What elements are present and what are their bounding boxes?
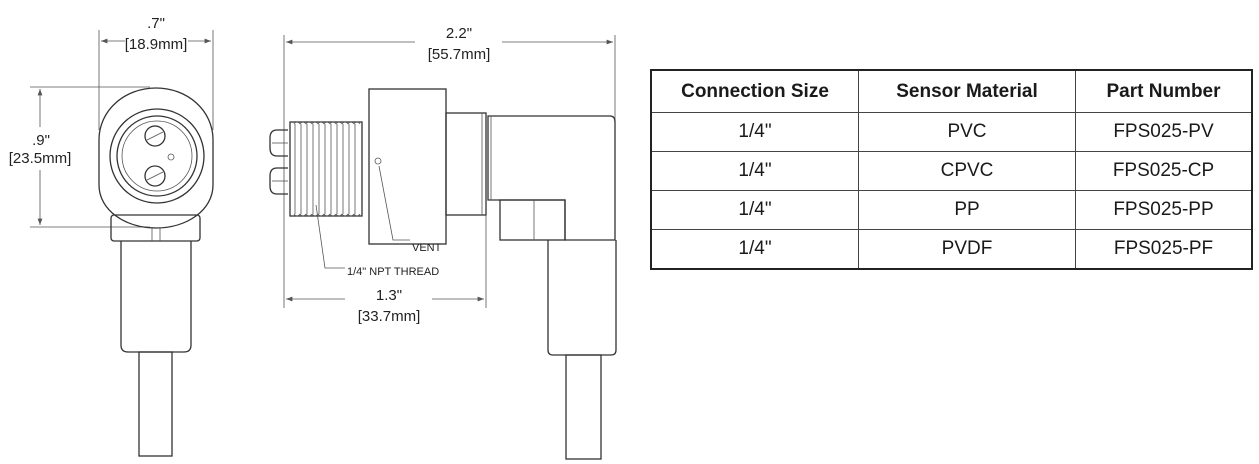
header-part-number: Part Number — [1075, 69, 1253, 113]
header-connection-size: Connection Size — [650, 69, 859, 113]
front-height-mm: [23.5mm] — [9, 150, 72, 167]
cell-connection-size: 1/4" — [650, 151, 859, 191]
table-row: 1/4" CPVC FPS025-CP — [650, 151, 1253, 191]
front-width-mm: [18.9mm] — [125, 36, 188, 53]
cell-part-number: FPS025-PV — [1075, 112, 1253, 152]
overall-length-in: 2.2" — [446, 25, 472, 42]
side-view: 2.2" [55.7mm] VENT 1/4" NPT THREAD 1.3" … — [269, 25, 617, 460]
cell-connection-size: 1/4" — [650, 112, 859, 152]
cell-connection-size: 1/4" — [650, 229, 859, 270]
table-row: 1/4" PVC FPS025-PV — [650, 112, 1253, 152]
part-number-table: Connection Size Sensor Material Part Num… — [650, 69, 1253, 270]
thread-label: 1/4" NPT THREAD — [347, 266, 439, 278]
thread-ridge — [299, 121, 307, 217]
vent-label: VENT — [412, 242, 442, 254]
table-row: 1/4" PP FPS025-PP — [650, 190, 1253, 230]
cell-part-number: FPS025-CP — [1075, 151, 1253, 191]
cell-sensor-material: PVC — [858, 112, 1076, 152]
thread-ridge — [329, 121, 337, 217]
thread-ridge — [317, 121, 325, 217]
thread-length-in: 1.3" — [376, 287, 402, 304]
front-height-in: .9" — [32, 132, 50, 149]
front-view: .7" [18.9mm] .9" [23.5mm] — [9, 15, 214, 457]
cell-connection-size: 1/4" — [650, 190, 859, 230]
thread-ridge — [323, 121, 331, 217]
cell-sensor-material: PVDF — [858, 229, 1076, 270]
thread-ridge — [341, 121, 349, 217]
sensor-dimension-drawing: .7" [18.9mm] .9" [23.5mm] 2.2" [55.7mm] — [9, 15, 617, 460]
table-header-row: Connection Size Sensor Material Part Num… — [650, 69, 1253, 113]
cell-sensor-material: CPVC — [858, 151, 1076, 191]
thread-ridge — [335, 121, 343, 217]
cell-part-number: FPS025-PF — [1075, 229, 1253, 270]
thread-ridge — [311, 121, 319, 217]
thread-ridge — [305, 121, 313, 217]
table-row: 1/4" PVDF FPS025-PF — [650, 229, 1253, 270]
thread-ridge — [353, 121, 361, 217]
thread-ridge — [293, 121, 301, 217]
front-width-in: .7" — [147, 15, 165, 32]
header-sensor-material: Sensor Material — [858, 69, 1076, 113]
thread-ridge — [347, 121, 355, 217]
thread-length-mm: [33.7mm] — [358, 308, 421, 325]
overall-length-mm: [55.7mm] — [428, 46, 491, 63]
cell-part-number: FPS025-PP — [1075, 190, 1253, 230]
cell-sensor-material: PP — [858, 190, 1076, 230]
